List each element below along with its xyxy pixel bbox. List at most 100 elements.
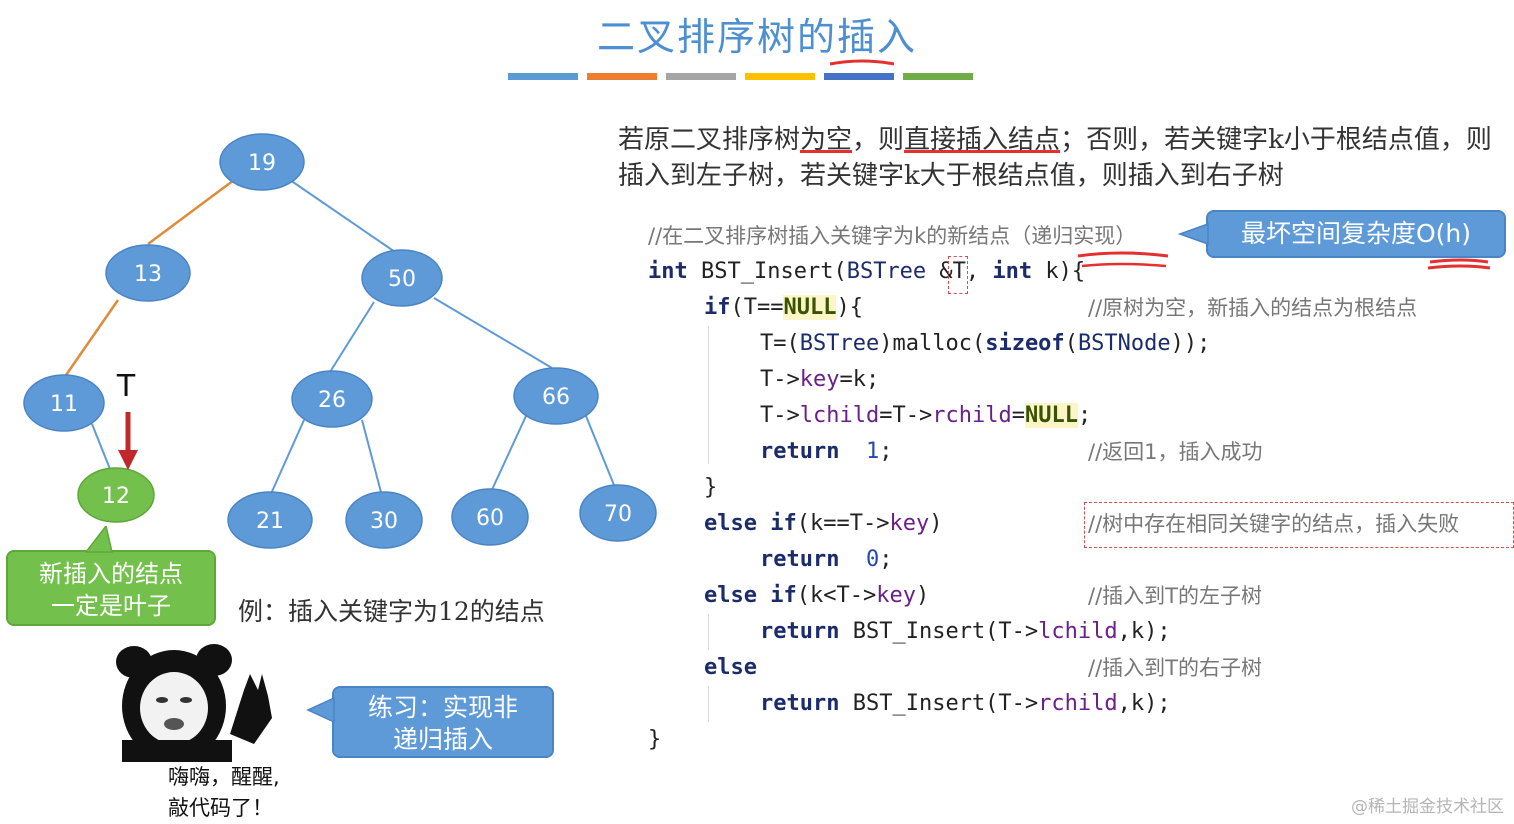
- indent-guide: [708, 614, 709, 650]
- edge-26-30: [361, 419, 383, 497]
- code-token: ;: [879, 547, 893, 572]
- code-token: else: [704, 511, 757, 536]
- ampersand-highlight: [948, 256, 968, 294]
- node-label: 11: [50, 392, 78, 417]
- node-label: 12: [102, 484, 130, 509]
- node-label: 70: [604, 502, 632, 527]
- code-token: BST_Insert(: [687, 259, 847, 284]
- meme-caption-line: 敲代码了！: [168, 796, 273, 820]
- indent-guide: [708, 686, 709, 722]
- node-label: 13: [134, 262, 162, 287]
- code-token: return: [760, 619, 840, 644]
- indent-guide: [708, 326, 709, 464]
- code-token: BST_Insert(T->: [839, 691, 1039, 716]
- complexity-callout: 最坏空间复杂度O(h): [1206, 210, 1506, 258]
- tree-node-26: 26: [291, 370, 373, 428]
- code-token: NULL: [1024, 403, 1078, 428]
- code-comment: //返回1，插入成功: [1088, 440, 1263, 464]
- code-token: if: [704, 295, 731, 320]
- panda-meme-image: [116, 644, 272, 762]
- code-token: (T==: [730, 295, 784, 320]
- code-token: 0: [865, 547, 880, 572]
- tree-node-19: 19: [219, 133, 305, 191]
- page-title: 二叉排序树的插入: [596, 15, 917, 59]
- down-arrow-icon: [118, 412, 138, 470]
- edge-66-60: [489, 415, 527, 495]
- node-label: 66: [542, 385, 570, 410]
- callout-line: 递归插入: [392, 725, 493, 754]
- code-token: ,k);: [1117, 619, 1171, 644]
- example-text: 例：插入关键字为12的结点: [238, 597, 545, 626]
- edge-11-12: [91, 423, 113, 475]
- code-token: lchild: [799, 403, 880, 428]
- code-line-7: }: [704, 475, 718, 500]
- code-token: if: [770, 583, 797, 608]
- meme-caption: 嗨嗨，醒醒, 敲代码了！: [168, 762, 280, 824]
- tree-node-70: 70: [579, 484, 657, 542]
- intro-text: ，则: [852, 125, 905, 155]
- meme-caption-line: 嗨嗨，醒醒,: [168, 765, 280, 789]
- tree-node-60: 60: [451, 488, 529, 546]
- code-token: ,k);: [1117, 691, 1171, 716]
- code-token: ;: [1077, 403, 1092, 428]
- callout-pointer: [1178, 222, 1209, 246]
- code-comment: //插入到T的左子树: [1088, 584, 1262, 608]
- code-token: BST_Insert(T->: [839, 619, 1039, 644]
- code-token: sizeof: [985, 331, 1065, 356]
- code-token: key: [799, 367, 840, 392]
- code-line-2: if(T==NULL){: [704, 290, 863, 326]
- node-label: 30: [370, 509, 398, 534]
- code-line-11: return BST_Insert(T->lchild,k);: [760, 614, 1171, 650]
- code-token: ));: [1170, 331, 1211, 356]
- code-token: =: [1011, 403, 1025, 428]
- title-color-bar: [666, 73, 736, 80]
- title-color-bar: [824, 73, 894, 80]
- code-token: T->: [760, 367, 800, 392]
- code-line-8: else if(k==T->key): [704, 506, 942, 542]
- tree-nodes: 19 13 50 11 26 66 12 21 30 60 70: [23, 133, 657, 549]
- title-color-bar: [903, 73, 973, 80]
- code-token: (k<T->: [796, 583, 877, 608]
- code-token: rchild: [932, 403, 1012, 428]
- edge-19-50: [289, 179, 399, 255]
- code-token: else: [704, 655, 757, 680]
- code-line-12: else: [704, 650, 757, 686]
- callout-line: 练习：实现非: [367, 693, 518, 722]
- intro-highlight-insert: 直接插入结点: [904, 125, 1061, 155]
- code-token: ;: [879, 439, 893, 464]
- tree-node-21: 21: [227, 491, 313, 549]
- code-token: ): [915, 583, 930, 608]
- pointer-label-T: T: [116, 369, 136, 404]
- code-token: ): [929, 511, 943, 536]
- edge-50-26: [329, 301, 375, 373]
- code-token: ){: [836, 295, 863, 320]
- node-label: 21: [256, 509, 284, 534]
- code-line-5: T->lchild=T->rchild=NULL;: [760, 398, 1091, 434]
- code-token: if: [770, 511, 797, 536]
- edge-19-13: [147, 178, 235, 246]
- code-token: =k;: [839, 367, 880, 392]
- code-line-4: T->key=k;: [760, 362, 879, 398]
- code-line-10: else if(k<T->key): [704, 578, 929, 614]
- tree-node-50: 50: [361, 249, 443, 307]
- node-label: 19: [248, 151, 276, 176]
- title-color-bar: [508, 73, 578, 80]
- edge-50-66: [433, 297, 553, 369]
- intro-text: 若原二叉排序树: [618, 125, 801, 155]
- watermark: @稀土掘金技术社区: [1351, 797, 1504, 817]
- code-token: k){: [1032, 259, 1086, 284]
- tree-node-12-new: 12: [77, 467, 155, 523]
- code-comment: //插入到T的右子树: [1088, 656, 1262, 680]
- code-token: =T->: [879, 403, 933, 428]
- code-token: NULL: [783, 295, 837, 320]
- new-leaf-callout: 新插入的结点 一定是叶子: [6, 550, 216, 626]
- code-line-13: return BST_Insert(T->rchild,k);: [760, 686, 1171, 722]
- intro-highlight-empty: 为空: [800, 125, 853, 155]
- code-line-1: int BST_Insert(BSTree &T, int k){: [648, 254, 1085, 290]
- node-label: 60: [476, 506, 504, 531]
- tree-node-66: 66: [513, 367, 599, 425]
- code-token: key: [876, 583, 916, 608]
- code-token: lchild: [1038, 619, 1118, 644]
- intro-paragraph: 若原二叉排序树为空，则直接插入结点；否则，若关键字k小于根结点值，则插入到左子树…: [618, 122, 1498, 194]
